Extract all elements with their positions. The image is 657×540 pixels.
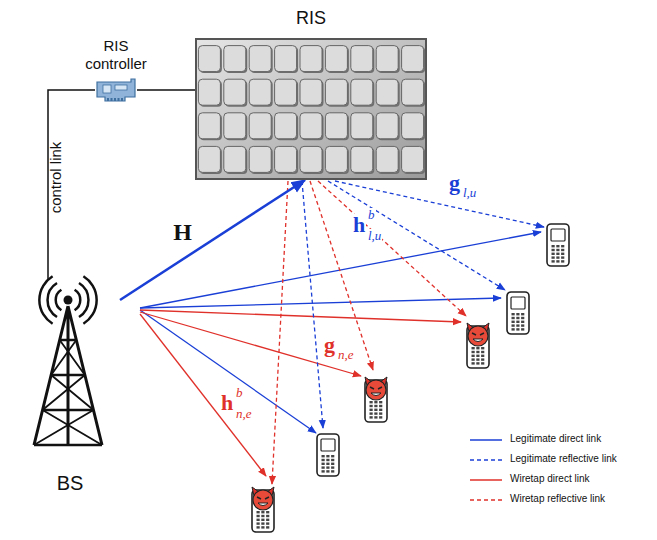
ris-controller: RIS controller bbox=[95, 79, 137, 101]
reflective-link bbox=[302, 181, 323, 428]
subscript: l,u bbox=[367, 229, 382, 242]
reflective-link bbox=[318, 181, 466, 316]
node-heading: RIS controller bbox=[71, 37, 161, 73]
channel-symbol: g bbox=[323, 334, 336, 356]
legend-text: Wiretap reflective link bbox=[510, 493, 605, 504]
edge-label: control link bbox=[47, 142, 64, 214]
superscript: b bbox=[235, 386, 244, 399]
ris-controller-shape bbox=[95, 79, 137, 101]
legend-samples bbox=[470, 440, 502, 500]
eavesdropper-phone bbox=[365, 377, 387, 422]
reflective-link bbox=[272, 181, 288, 484]
subscript: l,u bbox=[462, 186, 477, 199]
node-heading: RIS bbox=[195, 8, 427, 29]
connector bbox=[120, 180, 305, 300]
direct-link bbox=[140, 312, 361, 376]
direct-link bbox=[140, 310, 461, 322]
legend-sample bbox=[470, 459, 502, 461]
ris-panel-shape bbox=[195, 38, 427, 180]
channel-symbol: h bbox=[352, 214, 366, 236]
subscript: n,e bbox=[337, 348, 355, 361]
channel-symbol: h bbox=[220, 392, 234, 414]
user-phone bbox=[317, 434, 339, 476]
user-phone bbox=[547, 224, 569, 266]
node-heading: BS bbox=[20, 472, 120, 495]
channel-label: H bbox=[173, 219, 192, 246]
direct-link bbox=[140, 310, 316, 433]
legend-text: Legitimate reflective link bbox=[510, 453, 617, 464]
legend-text: Wiretap direct link bbox=[510, 473, 589, 484]
legend-sample bbox=[470, 499, 502, 501]
direct-link bbox=[140, 298, 501, 308]
channel-symbol: g bbox=[448, 172, 461, 194]
user-links bbox=[140, 181, 544, 484]
reflective-link bbox=[328, 181, 505, 290]
phones bbox=[252, 224, 569, 532]
user-phone bbox=[507, 292, 529, 334]
subscript: n,e bbox=[235, 407, 253, 420]
base-station: BS bbox=[20, 280, 120, 460]
direct-link bbox=[140, 314, 266, 476]
superscript: b bbox=[367, 208, 376, 221]
base-station-shape bbox=[20, 280, 120, 460]
legend-text: Legitimate direct link bbox=[510, 433, 601, 444]
direct-link bbox=[140, 232, 541, 308]
ris-panel: RIS bbox=[195, 38, 427, 180]
reflective-link bbox=[310, 181, 373, 370]
legend-sample bbox=[470, 439, 502, 441]
eavesdropper-phone bbox=[252, 487, 274, 532]
eavesdropper-phone bbox=[467, 323, 489, 368]
connector bbox=[137, 89, 195, 91]
legend-sample bbox=[470, 479, 502, 481]
